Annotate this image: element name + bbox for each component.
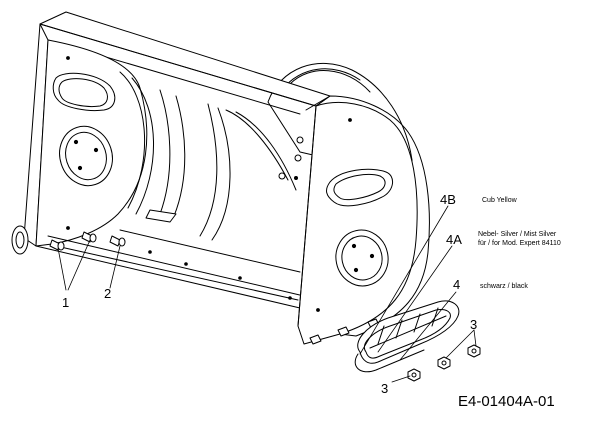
- auger-scroll: [145, 89, 304, 241]
- drawing-reference: E4-01404A-01: [458, 393, 555, 410]
- bottom-rail: [35, 229, 305, 309]
- callout-3-right: 3: [470, 317, 478, 332]
- callout-3-bottom: 3: [381, 381, 389, 396]
- note-black: schwarz / black: [480, 283, 528, 290]
- callout-1: 1: [62, 295, 70, 310]
- leader-lines: [57, 205, 477, 383]
- right-side-panel: [297, 95, 430, 345]
- callout-4a: 4A: [446, 232, 462, 247]
- callout-4: 4: [453, 277, 461, 292]
- note-silver-line2: für / for Mod. Expert 84110: [478, 240, 561, 247]
- skid-shoe: [354, 300, 460, 373]
- pins: [49, 231, 126, 251]
- left-side-panel: [11, 23, 155, 255]
- note-silver-line1: Nebel- Silver / Mist Silver: [478, 231, 557, 238]
- note-cub-yellow: Cub Yellow: [482, 197, 517, 204]
- callout-2: 2: [104, 286, 112, 301]
- callout-4b: 4B: [440, 192, 456, 207]
- nuts: [407, 344, 481, 382]
